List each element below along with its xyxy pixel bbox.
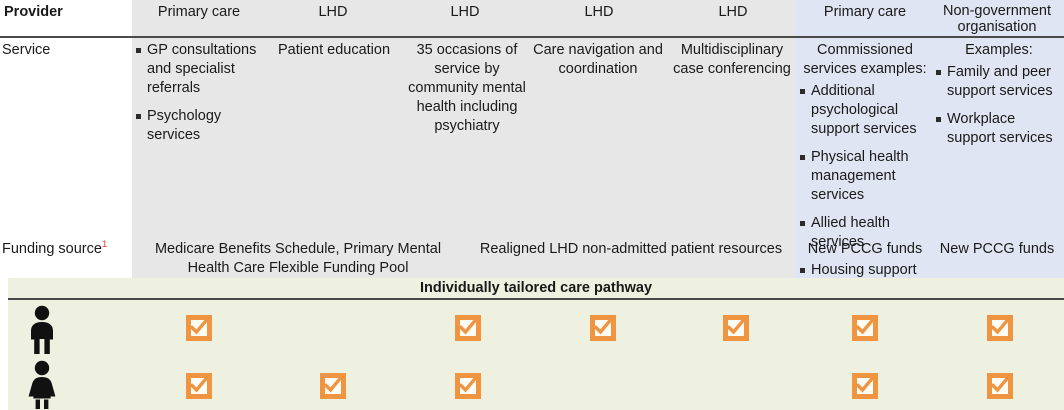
checkbox-female-col2[interactable] bbox=[320, 373, 346, 399]
row-header-funding-source: Funding source1 bbox=[2, 240, 132, 259]
service-cell-col3: 35 occasions of service by community men… bbox=[408, 42, 526, 134]
checkbox-male-col6[interactable] bbox=[852, 315, 878, 341]
row-header-service: Service bbox=[2, 42, 51, 58]
column-header-col6: Primary care bbox=[823, 4, 907, 20]
funding-cell-lhd-group: Realigned LHD non-admitted patient resou… bbox=[479, 241, 783, 257]
tailored-pathway-panel bbox=[8, 278, 1064, 410]
checkbox-male-col3[interactable] bbox=[455, 315, 481, 341]
male-person-icon bbox=[22, 305, 62, 355]
service-bullet-list-col6: Additional psychological support service… bbox=[800, 82, 930, 280]
checkbox-female-col7[interactable] bbox=[987, 373, 1013, 399]
list-item: Housing support bbox=[800, 261, 930, 280]
checkbox-female-col1[interactable] bbox=[186, 373, 212, 399]
list-item: Allied health services bbox=[800, 214, 930, 252]
service-bullet-list-col7: Family and peer support services Workpla… bbox=[936, 63, 1062, 148]
pathway-title: Individually tailored care pathway bbox=[419, 280, 653, 296]
funding-cell-primary-group: Medicare Benefits Schedule, Primary Ment… bbox=[154, 241, 442, 276]
column-header-col4: LHD bbox=[584, 4, 614, 20]
primary-lhd-column-band bbox=[132, 0, 795, 278]
service-cell-col1: GP consultations and specialist referral… bbox=[136, 41, 264, 145]
pathway-divider bbox=[8, 298, 1064, 300]
service-cell-col6: Commissioned services examples: Addition… bbox=[800, 41, 930, 280]
service-cell-col7: Examples: Family and peer support servic… bbox=[936, 41, 1062, 148]
list-item: Additional psychological support service… bbox=[800, 82, 930, 139]
column-header-col3: LHD bbox=[450, 4, 480, 20]
checkbox-male-col7[interactable] bbox=[987, 315, 1013, 341]
checkbox-female-col3[interactable] bbox=[455, 373, 481, 399]
service-cell-col2: Patient education bbox=[277, 42, 391, 58]
service-cell-col5: Multidisciplinary case conferencing bbox=[673, 42, 791, 77]
list-item: Psychology services bbox=[136, 107, 264, 145]
row-header-provider: Provider bbox=[4, 4, 63, 20]
column-header-col7-line1: Non-government bbox=[943, 3, 1051, 19]
column-header-col5: LHD bbox=[718, 4, 748, 20]
list-item: Physical health management services bbox=[800, 148, 930, 205]
list-item: GP consultations and specialist referral… bbox=[136, 41, 264, 98]
column-header-col7-line2: organisation bbox=[957, 19, 1037, 35]
female-person-icon bbox=[22, 360, 62, 410]
provider-service-table: Provider Primary care LHD LHD LHD LHD Pr… bbox=[0, 2, 1064, 280]
column-header-col7: Non-government organisation bbox=[932, 2, 1062, 35]
funding-source-label: Funding source bbox=[2, 241, 102, 257]
funding-cell-col7: New PCCG funds bbox=[939, 241, 1055, 257]
service-heading-col7: Examples: bbox=[965, 42, 1033, 58]
commissioned-column-band bbox=[795, 0, 1064, 278]
list-item: Workplace support services bbox=[936, 110, 1062, 148]
column-header-col2: LHD bbox=[318, 4, 348, 20]
funding-source-footnote-marker: 1 bbox=[101, 239, 108, 251]
list-item: Family and peer support services bbox=[936, 63, 1062, 101]
checkbox-female-col6[interactable] bbox=[852, 373, 878, 399]
checkbox-male-col1[interactable] bbox=[186, 315, 212, 341]
header-divider bbox=[0, 36, 1064, 38]
checkbox-male-col4[interactable] bbox=[590, 315, 616, 341]
column-header-col1: Primary care bbox=[157, 4, 241, 20]
service-cell-col4: Care navigation and coordination bbox=[533, 42, 663, 77]
service-bullet-list-col1: GP consultations and specialist referral… bbox=[136, 41, 264, 145]
service-heading-col6: Commissioned services examples: bbox=[803, 42, 927, 77]
funding-cell-col6: New PCCG funds bbox=[807, 241, 923, 257]
checkbox-male-col5[interactable] bbox=[723, 315, 749, 341]
